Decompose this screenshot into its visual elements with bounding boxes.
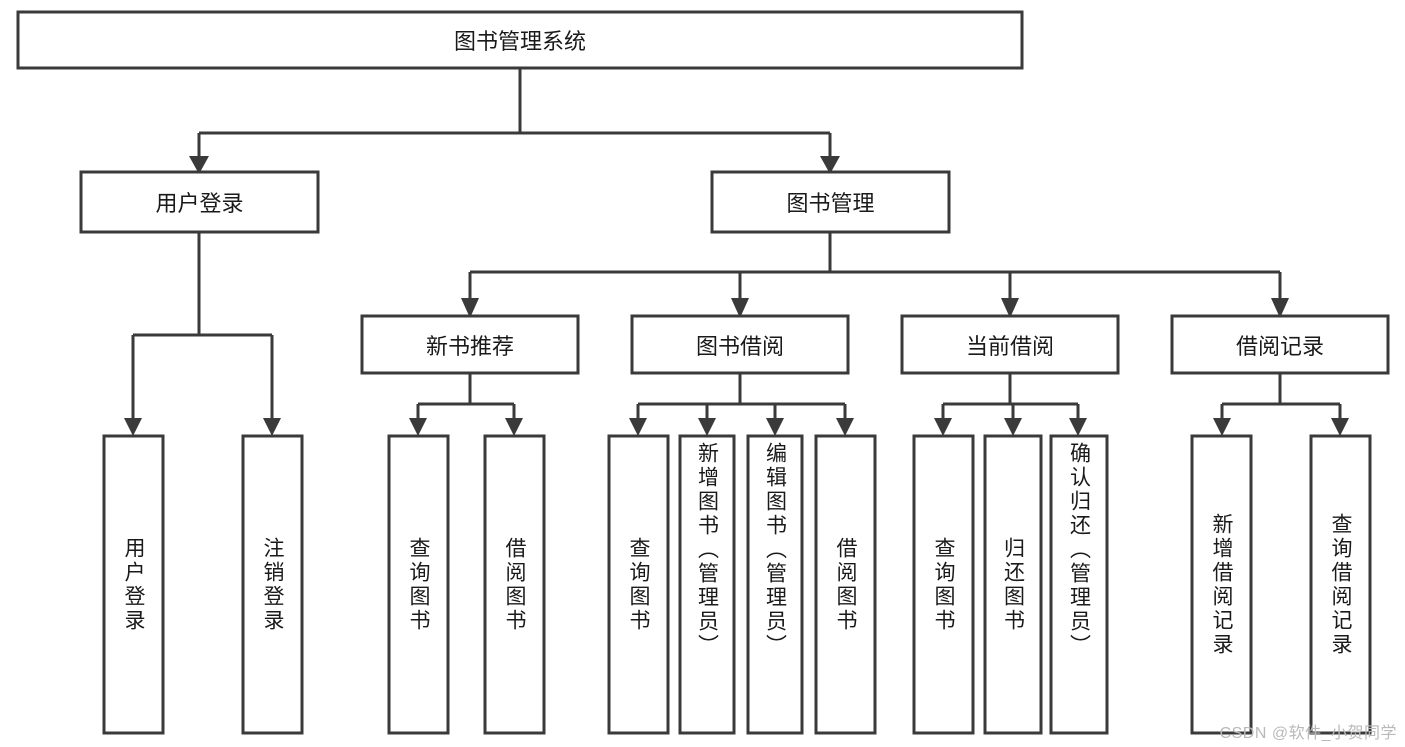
node-leaf-add-record[interactable]	[1190, 434, 1253, 735]
node-user-login[interactable]	[79, 170, 320, 234]
node-book-manage[interactable]	[710, 170, 951, 234]
arrowhead-leaf-add-book	[698, 418, 716, 436]
arrowhead-leaf-query-book-1	[409, 418, 427, 436]
arrowhead-borrow-record	[1271, 298, 1289, 318]
node-leaf-borrow-book-1[interactable]	[483, 434, 546, 735]
node-leaf-borrow-book-2[interactable]	[814, 434, 877, 735]
node-leaf-query-book-3[interactable]	[912, 434, 975, 735]
connector-layer	[124, 68, 1349, 436]
node-leaf-query-book-2[interactable]	[607, 434, 670, 735]
arrowhead-leaf-add-record	[1213, 418, 1231, 436]
arrowhead-book-borrow	[731, 298, 749, 318]
node-book-borrow[interactable]	[630, 314, 850, 375]
arrowhead-leaf-user-login	[124, 418, 142, 436]
arrowhead-current-borrow	[1001, 298, 1019, 318]
node-borrow-record[interactable]	[1170, 314, 1390, 375]
arrowhead-leaf-query-book-2	[629, 418, 647, 436]
node-leaf-edit-book[interactable]	[746, 434, 804, 735]
node-leaf-return-book[interactable]	[983, 434, 1043, 735]
node-leaf-confirm-return[interactable]	[1049, 434, 1109, 735]
node-layer	[16, 10, 1390, 735]
node-leaf-query-record[interactable]	[1309, 434, 1372, 735]
node-leaf-user-login[interactable]	[102, 434, 165, 735]
node-leaf-add-book[interactable]	[678, 434, 736, 735]
node-leaf-logout[interactable]	[241, 434, 304, 735]
watermark-text: CSDN @软件_小贺同学	[1219, 725, 1397, 742]
node-current-borrow[interactable]	[900, 314, 1120, 375]
arrowhead-leaf-query-record	[1331, 418, 1349, 436]
arrowhead-leaf-borrow-book-2	[836, 418, 854, 436]
arrowhead-user-login	[189, 156, 209, 174]
node-leaf-query-book-1[interactable]	[387, 434, 450, 735]
arrowhead-leaf-return-book	[1004, 418, 1022, 436]
node-root[interactable]	[16, 10, 1024, 70]
arrowhead-leaf-confirm-return	[1069, 418, 1087, 436]
arrowhead-book-manage	[820, 156, 840, 174]
arrowhead-new-book-rec	[461, 298, 479, 318]
arrowhead-leaf-borrow-book-1	[505, 418, 523, 436]
arrowhead-leaf-query-book-3	[934, 418, 952, 436]
node-new-book-rec[interactable]	[360, 314, 580, 375]
arrowhead-leaf-logout	[263, 418, 281, 436]
arrowhead-leaf-edit-book	[766, 418, 784, 436]
